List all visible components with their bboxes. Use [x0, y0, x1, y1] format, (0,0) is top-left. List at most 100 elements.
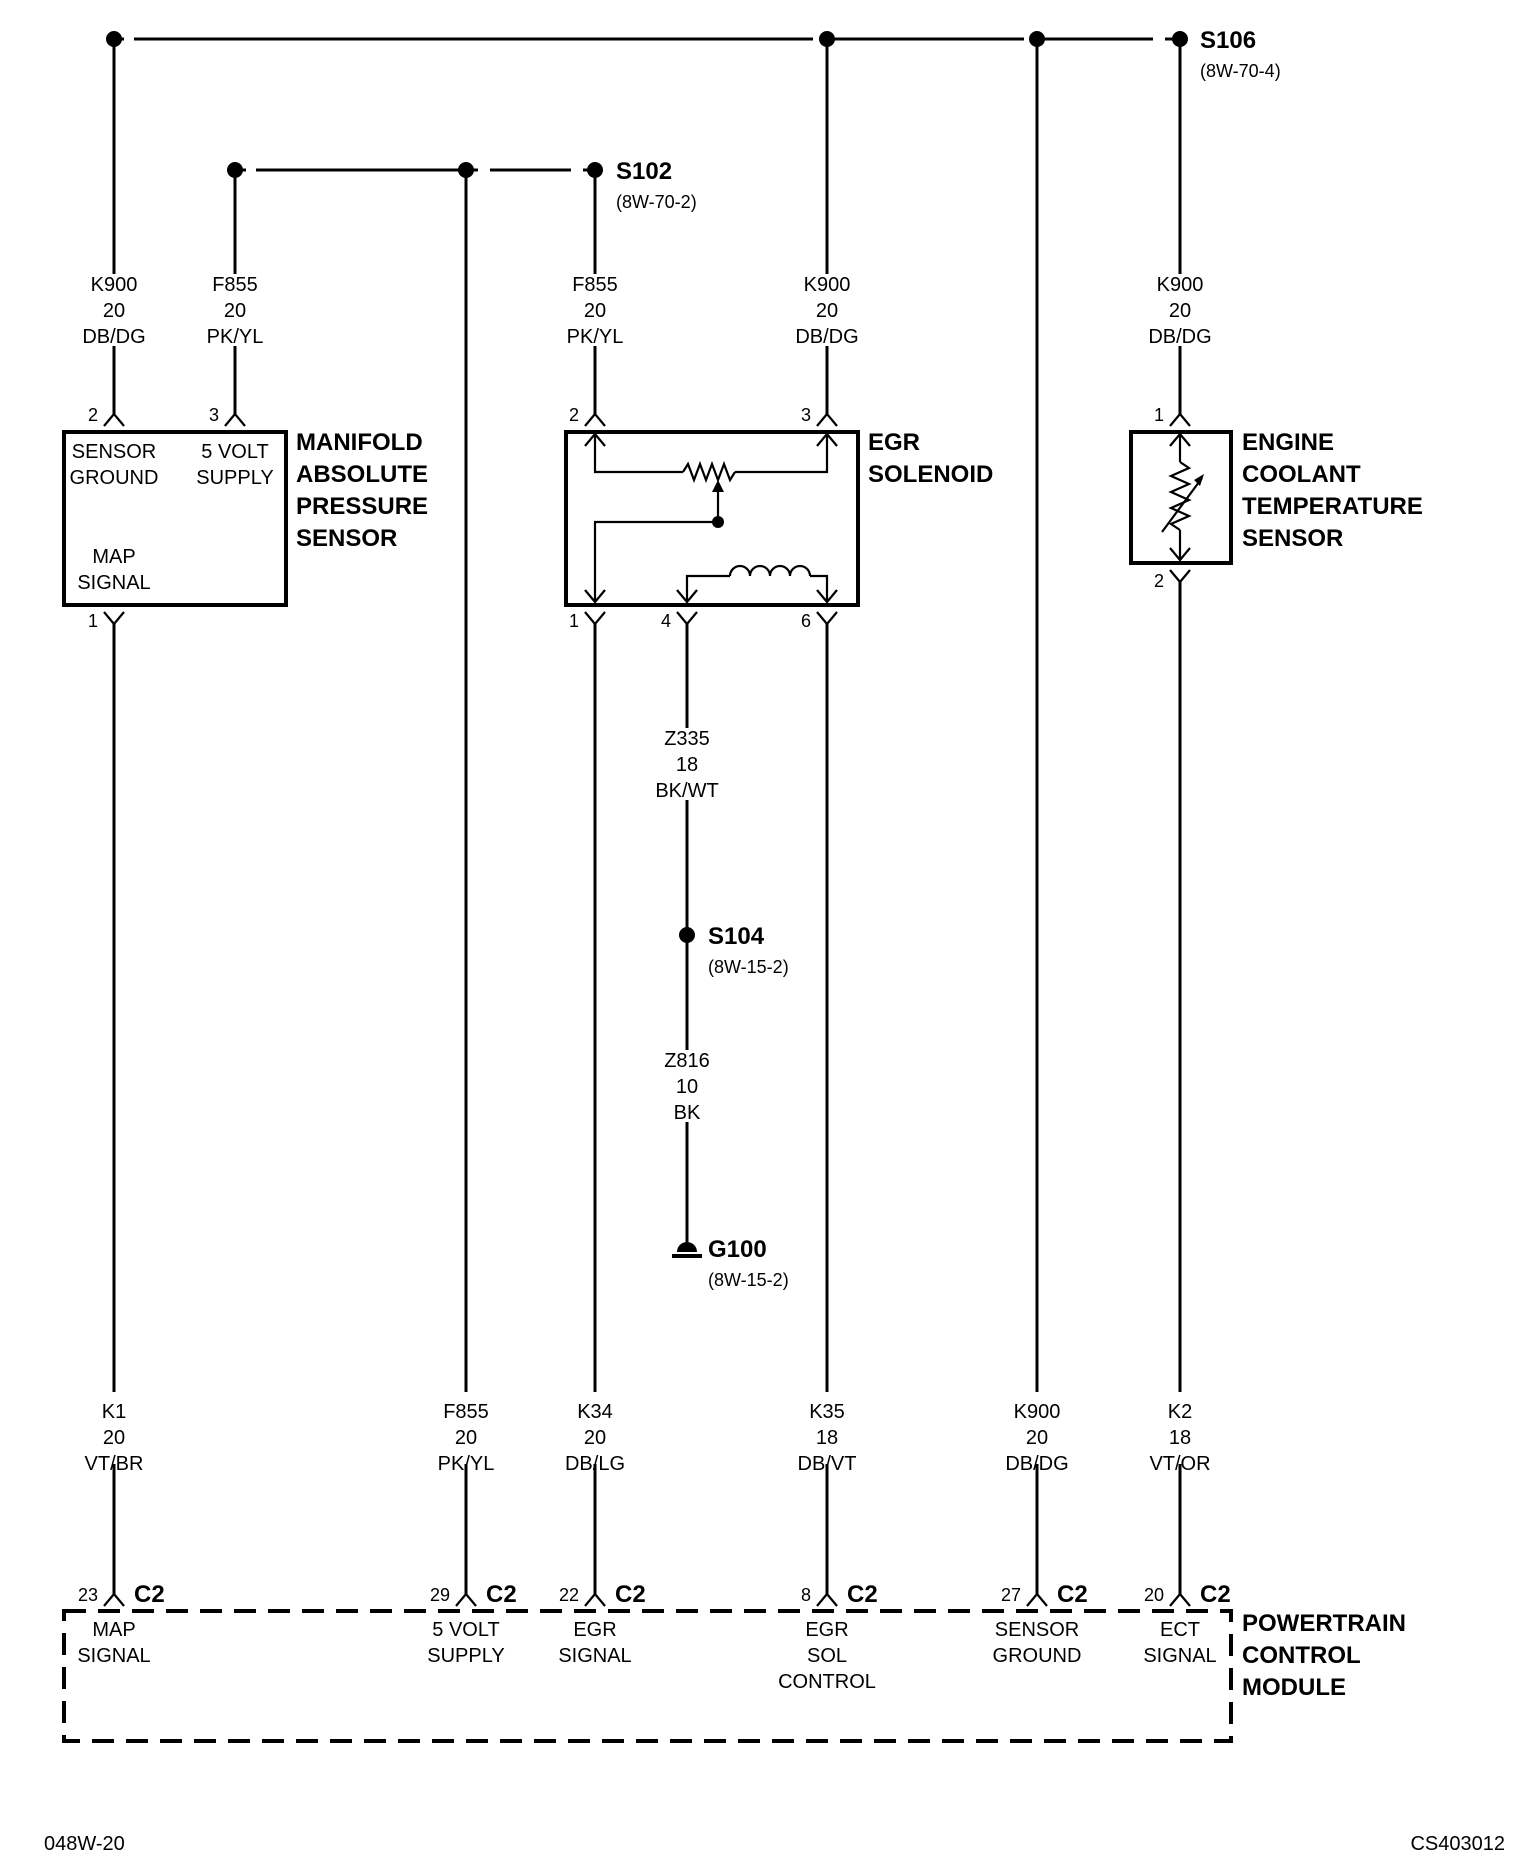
- svg-text:22: 22: [559, 1585, 579, 1605]
- svg-text:SIGNAL: SIGNAL: [77, 572, 150, 594]
- svg-text:BK: BK: [674, 1102, 701, 1124]
- svg-text:PK/YL: PK/YL: [207, 326, 264, 348]
- svg-text:27: 27: [1001, 1585, 1021, 1605]
- pcm-module: 23 C2 MAP SIGNAL 29 C2 5 VOLT SUPPLY 22 …: [62, 1581, 1406, 1743]
- svg-text:8: 8: [801, 1585, 811, 1605]
- svg-text:EGR: EGR: [805, 1619, 848, 1641]
- wire-label-top-1: K900 20 DB/DG: [82, 274, 145, 348]
- egr-pin-4: 4: [661, 611, 671, 631]
- svg-text:20: 20: [224, 300, 246, 322]
- wire-label-bottom-3: K34 20 DB/LG: [565, 1401, 625, 1475]
- svg-text:DB/DG: DB/DG: [1148, 326, 1211, 348]
- map-pin-3: 3: [209, 405, 219, 425]
- svg-text:K34: K34: [577, 1401, 613, 1423]
- svg-text:10: 10: [676, 1076, 698, 1098]
- map-signal-label: MAP: [92, 546, 135, 568]
- svg-text:F855: F855: [212, 274, 258, 296]
- pcm-title: POWERTRAIN CONTROL MODULE: [1242, 1610, 1406, 1701]
- egr-pin-1: 1: [569, 611, 579, 631]
- vertical-wires: [112, 39, 1182, 1594]
- s102-bus: [227, 162, 603, 178]
- svg-text:MODULE: MODULE: [1242, 1674, 1346, 1701]
- s102-label: S102: [616, 158, 672, 185]
- svg-text:Z335: Z335: [664, 728, 710, 750]
- svg-text:COOLANT: COOLANT: [1242, 461, 1361, 488]
- svg-text:C2: C2: [486, 1581, 517, 1608]
- svg-text:SOL: SOL: [807, 1645, 847, 1667]
- ground-symbol: [672, 1242, 702, 1258]
- s104-splice: [679, 927, 695, 943]
- svg-text:VT/BR: VT/BR: [85, 1453, 144, 1475]
- svg-text:5 VOLT: 5 VOLT: [432, 1619, 499, 1641]
- wire-label-top-2: F855 20 PK/YL: [207, 274, 264, 348]
- egr-pin-3: 3: [801, 405, 811, 425]
- svg-text:C2: C2: [1200, 1581, 1231, 1608]
- map-5v-supply-label: 5 VOLT: [201, 441, 268, 463]
- s104-label: S104: [708, 923, 765, 950]
- wire-label-z335: Z335 18 BK/WT: [655, 728, 718, 802]
- svg-text:TEMPERATURE: TEMPERATURE: [1242, 493, 1423, 520]
- svg-text:23: 23: [78, 1585, 98, 1605]
- svg-text:GROUND: GROUND: [70, 467, 159, 489]
- solenoid-coil-symbol: [676, 564, 838, 604]
- svg-text:VT/OR: VT/OR: [1149, 1453, 1210, 1475]
- wire-label-bottom-1: K1 20 VT/BR: [85, 1401, 144, 1475]
- map-sensor-ground-label: SENSOR: [72, 441, 156, 463]
- ect-pin-2: 2: [1154, 571, 1164, 591]
- wire-label-bottom-6: K2 18 VT/OR: [1149, 1401, 1210, 1475]
- svg-text:GROUND: GROUND: [993, 1645, 1082, 1667]
- svg-text:20: 20: [455, 1427, 477, 1449]
- footer-left-code: 048W-20: [44, 1833, 125, 1855]
- svg-text:SOLENOID: SOLENOID: [868, 461, 993, 488]
- svg-text:C2: C2: [134, 1581, 165, 1608]
- wire-label-top-4: K900 20 DB/DG: [795, 274, 858, 348]
- svg-text:POWERTRAIN: POWERTRAIN: [1242, 1610, 1406, 1637]
- svg-text:20: 20: [1026, 1427, 1048, 1449]
- wire-label-bottom-2: F855 20 PK/YL: [438, 1401, 495, 1475]
- svg-text:SENSOR: SENSOR: [995, 1619, 1079, 1641]
- map-sensor: 2 3 1 SENSOR GROUND 5 VOLT SUPPLY MAP SI…: [62, 405, 428, 631]
- svg-text:CONTROL: CONTROL: [778, 1671, 876, 1693]
- s102-ref: (8W-70-2): [616, 192, 697, 212]
- svg-text:C2: C2: [847, 1581, 878, 1608]
- svg-text:SENSOR: SENSOR: [1242, 525, 1343, 552]
- wire-label-bottom-4: K35 18 DB/VT: [798, 1401, 857, 1475]
- egr-solenoid: 2 3 1 4 6 EGR SOLENOID: [564, 405, 993, 631]
- svg-text:20: 20: [1169, 300, 1191, 322]
- svg-text:SIGNAL: SIGNAL: [558, 1645, 631, 1667]
- svg-text:MANIFOLD: MANIFOLD: [296, 429, 423, 456]
- svg-text:20: 20: [816, 300, 838, 322]
- svg-text:PK/YL: PK/YL: [438, 1453, 495, 1475]
- svg-text:K900: K900: [804, 274, 851, 296]
- ect-sensor-title: ENGINE COOLANT TEMPERATURE SENSOR: [1242, 429, 1423, 552]
- s106-label: S106: [1200, 27, 1256, 54]
- svg-text:CONTROL: CONTROL: [1242, 1642, 1361, 1669]
- svg-text:ABSOLUTE: ABSOLUTE: [296, 461, 428, 488]
- svg-text:C2: C2: [615, 1581, 646, 1608]
- svg-text:K1: K1: [102, 1401, 126, 1423]
- svg-text:18: 18: [1169, 1427, 1191, 1449]
- svg-text:ECT: ECT: [1160, 1619, 1200, 1641]
- svg-text:BK/WT: BK/WT: [655, 780, 718, 802]
- wire-label-top-3: F855 20 PK/YL: [567, 274, 624, 348]
- g100-ref: (8W-15-2): [708, 1270, 789, 1290]
- svg-text:K2: K2: [1168, 1401, 1192, 1423]
- wire-label-bottom-5: K900 20 DB/DG: [1005, 1401, 1068, 1475]
- svg-text:Z816: Z816: [664, 1050, 710, 1072]
- svg-text:K900: K900: [1157, 274, 1204, 296]
- svg-text:20: 20: [1144, 1585, 1164, 1605]
- map-pin-2: 2: [88, 405, 98, 425]
- wire-label-top-5: K900 20 DB/DG: [1148, 274, 1211, 348]
- s104-ref: (8W-15-2): [708, 957, 789, 977]
- svg-text:SUPPLY: SUPPLY: [196, 467, 273, 489]
- svg-text:20: 20: [584, 1427, 606, 1449]
- svg-text:MAP: MAP: [92, 1619, 135, 1641]
- svg-text:SIGNAL: SIGNAL: [77, 1645, 150, 1667]
- svg-text:C2: C2: [1057, 1581, 1088, 1608]
- svg-text:DB/LG: DB/LG: [565, 1453, 625, 1475]
- svg-text:K900: K900: [1014, 1401, 1061, 1423]
- s106-bus: [106, 31, 1188, 47]
- svg-text:EGR: EGR: [868, 429, 920, 456]
- svg-text:SIGNAL: SIGNAL: [1143, 1645, 1216, 1667]
